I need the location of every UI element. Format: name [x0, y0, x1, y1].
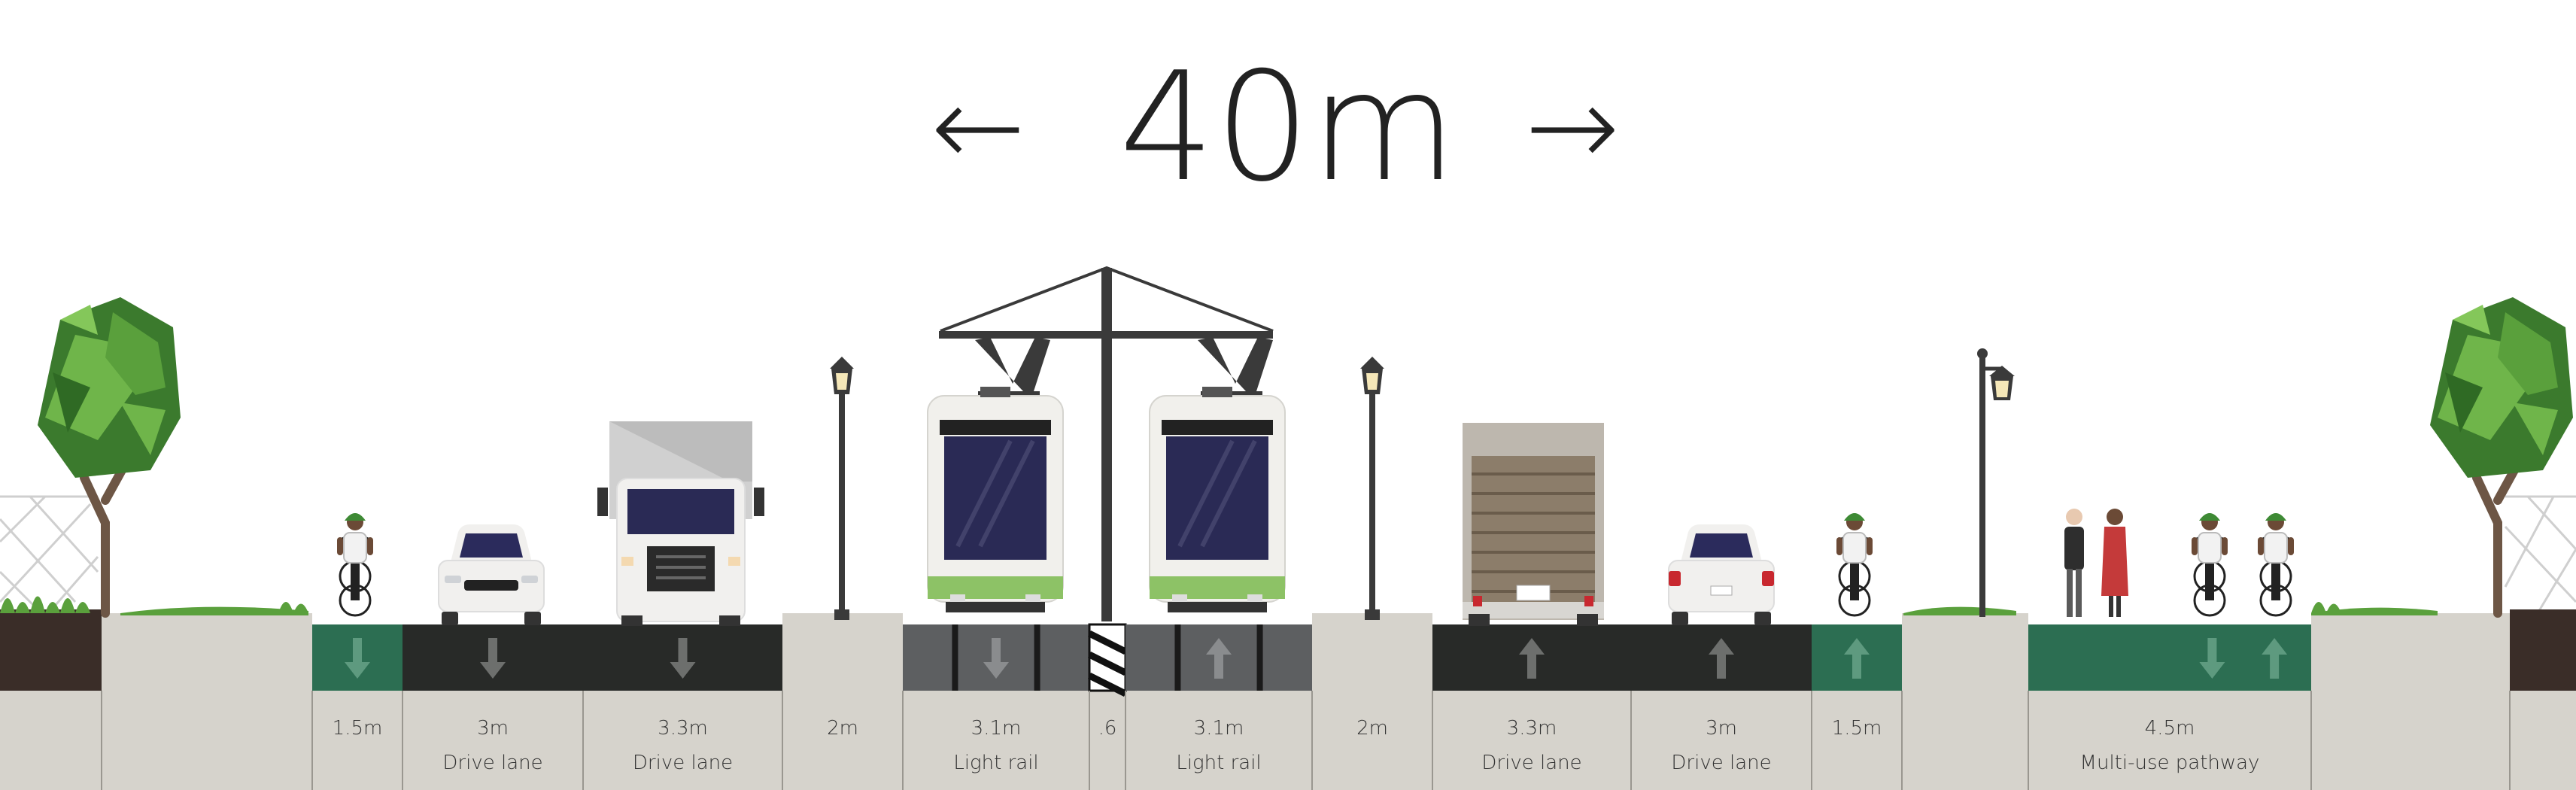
right-arrow: →: [1525, 62, 1620, 193]
tram-icon: [928, 387, 1063, 612]
arrow-up-icon: [1844, 638, 1870, 679]
car-icon: [438, 524, 545, 626]
segment-width-label: 3m: [477, 717, 509, 740]
segment-name-label: Multi-use pathway: [2080, 752, 2260, 774]
left-fence: [0, 495, 99, 618]
tree-left-icon: [38, 297, 181, 613]
car-rear-icon: [1668, 524, 1775, 626]
rail: [1034, 624, 1040, 691]
street-lamp-icon: [1360, 357, 1384, 620]
cyclist-icon: [1836, 513, 1873, 615]
segment-median-left: [782, 613, 903, 691]
street-lamp-icon: [1977, 348, 2015, 617]
arrow-down-icon: [670, 638, 696, 679]
segment-width-label: 3m: [1706, 717, 1737, 740]
right-fence: [2504, 495, 2576, 618]
left-arrow: ←: [931, 62, 1025, 193]
truck-icon: [597, 421, 764, 626]
divider-stripe: [1087, 630, 1128, 655]
arrow-up-icon: [2262, 638, 2288, 679]
rail: [952, 624, 958, 691]
segment-width-label: 3.3m: [1507, 717, 1557, 740]
label-band: [0, 691, 2576, 790]
segment-left-sidewalk: [102, 613, 312, 691]
segment-multi-use-pathway: [2028, 624, 2311, 691]
arrow-up-icon: [1709, 638, 1734, 679]
arrow-down-icon: [2199, 638, 2225, 679]
segment-width-label: 3.1m: [971, 717, 1022, 740]
divider-stripe: [1087, 651, 1128, 676]
soil-right-soil: [2510, 609, 2576, 691]
segment-width-label: 2m: [1356, 717, 1388, 740]
segment-name-label: Drive lane: [442, 752, 542, 774]
segment-median-right: [1312, 613, 1432, 691]
segments-layer: [0, 609, 2576, 790]
arrow-down-icon: [345, 638, 370, 679]
rail: [1174, 624, 1181, 691]
soil-left-soil: [0, 609, 102, 691]
total-width-title: ← 40m →: [931, 40, 1620, 215]
segment-name-label: Light rail: [1176, 752, 1261, 774]
segment-right-planting-strip: [1902, 613, 2028, 691]
arrow-down-icon: [983, 638, 1009, 679]
tram-icon: [1150, 387, 1285, 612]
total-width-label: 40m: [1119, 40, 1457, 215]
segment-width-label: 4.5m: [2145, 717, 2195, 740]
segment-width-label: 3.1m: [1194, 717, 1244, 740]
segment-name-label: Drive lane: [633, 752, 733, 774]
segment-width-label: 1.5m: [1832, 717, 1882, 740]
segment-name-label: Light rail: [953, 752, 1038, 774]
segment-name-label: Drive lane: [1671, 752, 1771, 774]
segment-width-label: 3.3m: [658, 717, 708, 740]
cyclist-icon: [337, 513, 373, 615]
grass: [0, 596, 2438, 615]
street-lamp-icon: [830, 357, 854, 620]
arrow-up-icon: [1519, 638, 1545, 679]
arrow-down-icon: [480, 638, 506, 679]
segment-width-label: 1.5m: [333, 717, 383, 740]
segment-name-label: Drive lane: [1481, 752, 1581, 774]
segment-width-label: .6: [1098, 717, 1117, 740]
box-truck-icon: [1463, 423, 1604, 626]
catenary-pole-icon: [939, 266, 1274, 621]
rail: [1256, 624, 1263, 691]
tree-right-icon: [2430, 297, 2573, 613]
arrow-up-icon: [1206, 638, 1232, 679]
segment-width-label: 2m: [827, 717, 858, 740]
pedestrians-and-cyclists-icon: [2064, 509, 2294, 617]
segment-right-sidewalk: [2311, 613, 2510, 691]
